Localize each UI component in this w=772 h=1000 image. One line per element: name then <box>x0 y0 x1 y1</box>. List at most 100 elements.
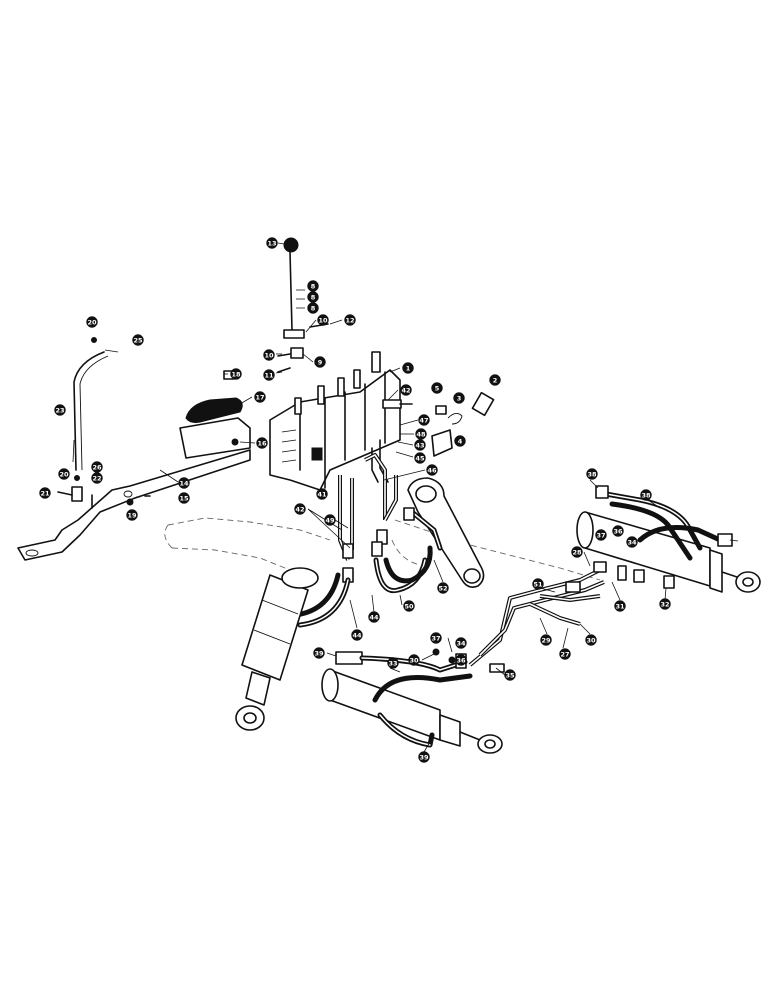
callout-number: 39 <box>419 754 429 762</box>
callout-c48: 48 <box>415 428 427 440</box>
callout-c34a: 34 <box>626 536 638 548</box>
callout-number: 47 <box>419 417 428 425</box>
callout-number: 4 <box>458 438 463 446</box>
callout-number: 23 <box>55 407 64 415</box>
callout-marker <box>126 509 138 521</box>
callout-number: 17 <box>255 394 264 402</box>
callout-marker <box>640 489 652 501</box>
pedal-pad <box>179 397 251 459</box>
callout-c37a: 37 <box>595 529 607 541</box>
callout-number: 49 <box>325 517 335 525</box>
callout-number: 46 <box>427 467 437 475</box>
callout-number: 34 <box>627 539 637 547</box>
callout-number: 22 <box>92 475 101 483</box>
callout-marker <box>230 368 242 380</box>
callout-c29: 29 <box>540 634 552 646</box>
callout-number: 20 <box>59 471 69 479</box>
callout-c44a: 44 <box>351 629 363 641</box>
callout-marker <box>595 529 607 541</box>
callout-marker <box>418 751 430 763</box>
callout-number: 42 <box>295 506 304 514</box>
callout-number: 50 <box>404 603 414 611</box>
callout-number: 28 <box>572 549 582 557</box>
callout-marker <box>256 437 268 449</box>
callout-c2: 2 <box>489 374 501 386</box>
callout-c25: 25 <box>132 334 144 346</box>
callout-marker <box>58 468 70 480</box>
callout-marker <box>307 302 319 314</box>
callout-marker <box>263 369 275 381</box>
center-hose-group <box>293 453 433 628</box>
tube-network <box>432 561 645 673</box>
callout-number: 30 <box>409 657 419 665</box>
callout-marker <box>254 391 266 403</box>
callout-number: 45 <box>415 455 425 463</box>
callout-number: 25 <box>133 337 143 345</box>
callout-c30b: 30 <box>408 654 420 666</box>
callout-c10: 10 <box>317 314 329 326</box>
callout-c35: 35 <box>504 669 516 681</box>
callout-c46: 46 <box>426 464 438 476</box>
callout-marker <box>504 669 516 681</box>
callout-number: 19 <box>127 512 137 520</box>
callout-marker <box>314 356 326 368</box>
leader-lines <box>72 242 739 753</box>
callout-marker <box>91 472 103 484</box>
callout-number: 10 <box>264 352 274 360</box>
callout-c36b: 36 <box>455 654 467 666</box>
callout-number: 32 <box>660 601 669 609</box>
callout-number: 29 <box>541 637 551 645</box>
callout-c13: 13 <box>266 237 278 249</box>
callout-c4: 4 <box>454 435 466 447</box>
callout-c43: 43 <box>414 439 426 451</box>
callout-marker <box>571 546 583 558</box>
callout-number: 20 <box>87 319 97 327</box>
callout-c9: 9 <box>314 356 326 368</box>
callout-number: 36 <box>613 528 623 536</box>
callout-marker <box>263 349 275 361</box>
callout-marker <box>585 634 597 646</box>
left-lift-cylinder <box>235 567 319 731</box>
lift-lever-assembly <box>17 337 251 561</box>
tractor-frame-outline <box>164 517 601 581</box>
callout-c42a: 42 <box>400 384 412 396</box>
callout-marker <box>614 600 626 612</box>
callout-number: 38 <box>587 471 597 479</box>
callout-marker <box>39 487 51 499</box>
callout-number: 18 <box>231 371 241 379</box>
callout-marker <box>431 382 443 394</box>
callout-number: 33 <box>388 660 397 668</box>
callout-c49: 49 <box>324 514 336 526</box>
callout-c36a: 36 <box>612 525 624 537</box>
callout-number: 8 <box>311 305 316 313</box>
control-valve-bank <box>269 351 495 491</box>
rocker-bracket <box>403 477 485 588</box>
right-lower-cylinder <box>321 651 503 754</box>
callout-c51: 51 <box>532 578 544 590</box>
callout-c34b: 34 <box>455 637 467 649</box>
control-lever <box>223 237 329 380</box>
callout-number: 10 <box>318 317 328 325</box>
callout-marker <box>626 536 638 548</box>
callout-number: 52 <box>438 585 447 593</box>
callout-c12: 12 <box>344 314 356 326</box>
callout-number: 34 <box>456 640 466 648</box>
callout-number: 38 <box>641 492 651 500</box>
callout-marker <box>178 477 190 489</box>
callout-marker <box>489 374 501 386</box>
callout-c31: 31 <box>614 600 626 612</box>
callout-number: 30 <box>586 637 596 645</box>
callout-number: 9 <box>318 359 323 367</box>
callout-c10b: 10 <box>263 349 275 361</box>
callout-c8c: 8 <box>307 302 319 314</box>
callout-number: 8 <box>311 283 316 291</box>
callout-marker <box>455 654 467 666</box>
callout-c26: 26 <box>91 461 103 473</box>
callout-marker <box>403 600 415 612</box>
callout-number: 35 <box>505 672 515 680</box>
callout-number: 41 <box>317 491 327 499</box>
callout-number: 14 <box>179 480 189 488</box>
callout-c20: 20 <box>86 316 98 328</box>
callout-marker <box>540 634 552 646</box>
